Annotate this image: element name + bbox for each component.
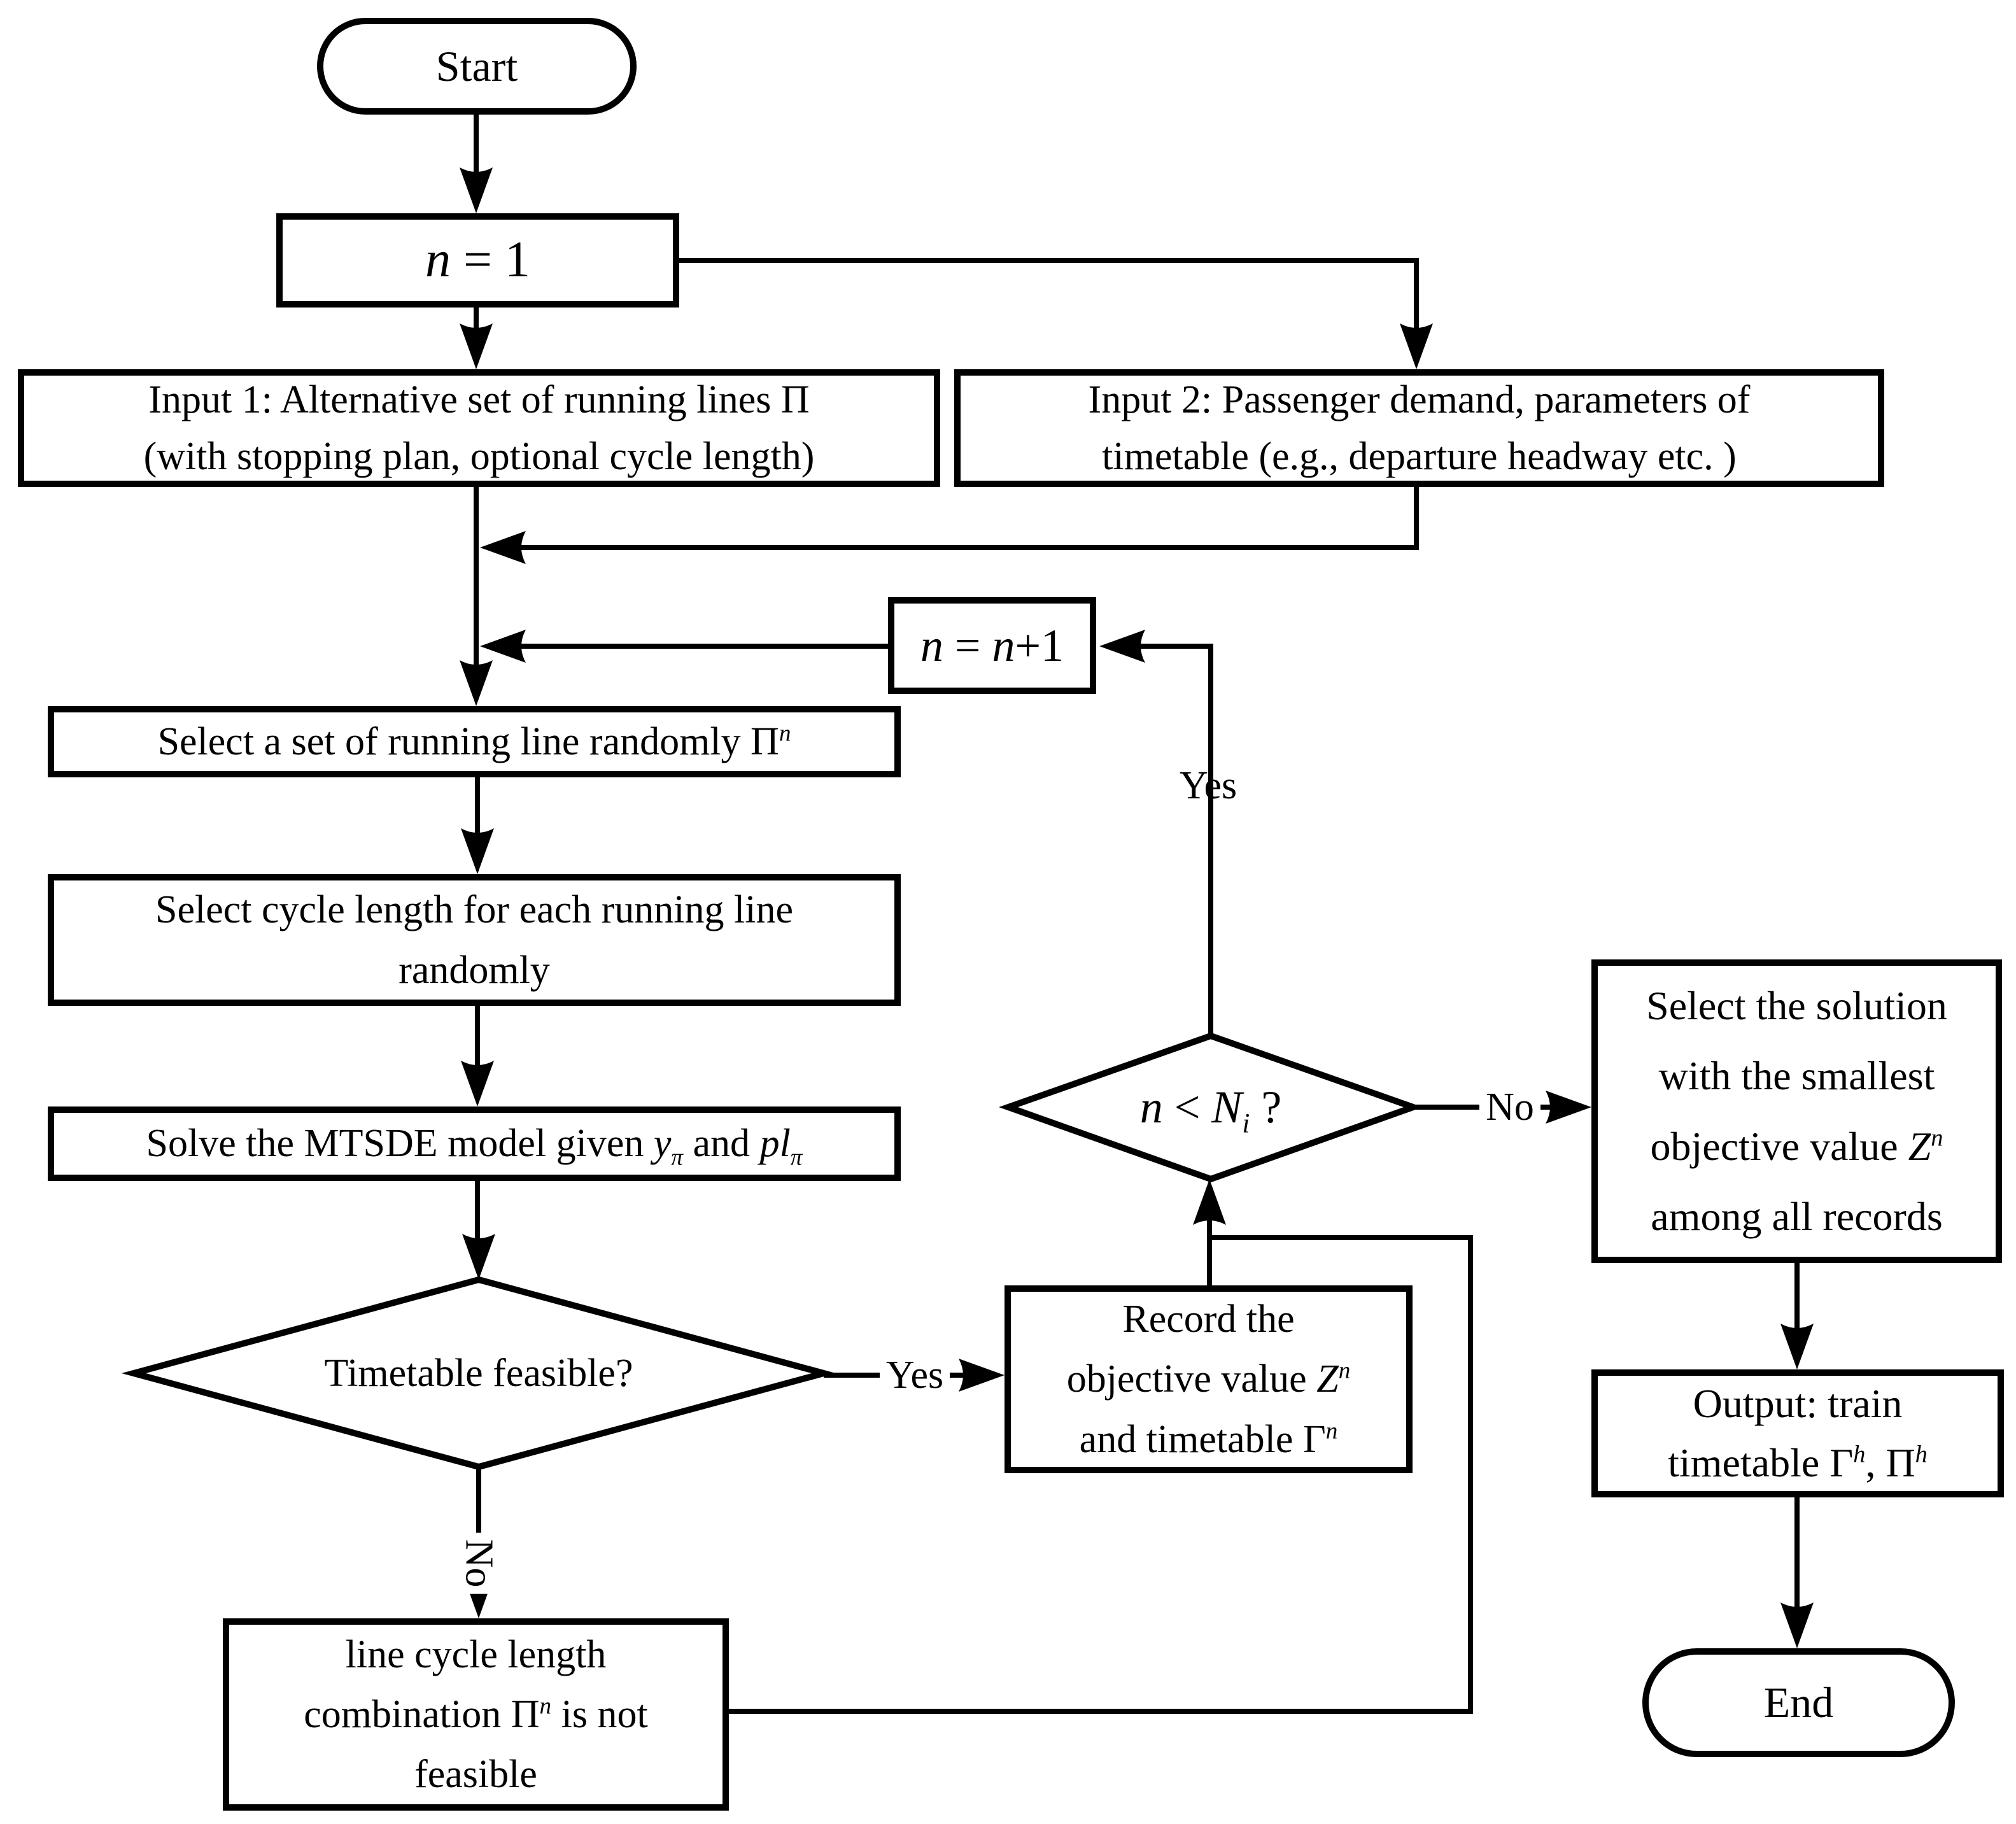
input2-process: Input 2: Passenger demand, parameters of… (954, 369, 1884, 487)
arrowhead-left-icon (1099, 630, 1145, 663)
loop-decision-label: n < Ni ? (1139, 1081, 1282, 1138)
arrowhead-down-icon (460, 167, 493, 213)
arrowhead-down-icon (1780, 1602, 1814, 1648)
arrowhead-down-icon (1780, 1324, 1814, 1369)
input1-process: Input 1: Alternative set of running line… (18, 369, 940, 487)
arrowhead-down-icon (461, 828, 494, 874)
select-solution-process: Select the solution with the smallest ob… (1591, 959, 2002, 1263)
edge-input2-merge (517, 487, 1419, 550)
not-feasible-line2: combination Πn is not (304, 1692, 648, 1736)
feasible-decision-label: Timetable feasible? (324, 1351, 633, 1395)
select-set-label: Select a set of running line randomly Πn (157, 719, 791, 763)
output-line2: timetable Γh, Πh (1668, 1439, 1928, 1485)
record-line3: and timetable Γn (1079, 1417, 1338, 1461)
select-set-process: Select a set of running line randomly Πn (48, 706, 901, 777)
not-feasible-line1: line cycle length (345, 1632, 607, 1676)
arrowhead-down-icon (462, 1234, 495, 1280)
decision-loop-count (999, 1032, 1423, 1183)
arrowhead-up-icon (1193, 1179, 1226, 1225)
input2-line1: Input 2: Passenger demand, parameters of (1088, 378, 1751, 422)
feasible-yes-label: Yes (851, 1343, 978, 1407)
arrowhead-down-icon (460, 660, 493, 706)
decision-timetable-feasible (121, 1276, 836, 1471)
arrowhead-down-icon (461, 1061, 494, 1106)
record-line2: objective value Zn (1066, 1357, 1351, 1401)
init-label: n = 1 (425, 232, 531, 288)
record-line1: Record the (1122, 1297, 1295, 1341)
solve-label: Solve the MTSDE model given yπ and plπ (146, 1122, 803, 1171)
select-cycle-line1: Select cycle length for each running lin… (155, 888, 793, 932)
input2-line2: timetable (e.g., departure headway etc. … (1102, 434, 1737, 478)
solve-process: Solve the MTSDE model given yπ and plπ (48, 1106, 901, 1181)
not-feasible-line3: feasible (414, 1753, 537, 1797)
arrowhead-down-icon (1400, 323, 1433, 369)
select-solution-line1: Select the solution (1646, 983, 1947, 1029)
end-terminator: End (1642, 1648, 1955, 1757)
start-terminator: Start (317, 18, 637, 115)
select-solution-line3: objective value Zn (1650, 1123, 1943, 1169)
edge-init-to-input2 (679, 258, 1419, 331)
arrowhead-right-icon (1546, 1091, 1591, 1124)
input1-line1: Input 1: Alternative set of running line… (148, 378, 810, 422)
start-label: Start (435, 41, 518, 90)
select-cycle-process: Select cycle length for each running lin… (48, 874, 901, 1006)
edge-feedback (729, 1235, 1473, 1714)
arrowhead-right-icon (959, 1359, 1004, 1392)
output-line1: Output: train (1693, 1380, 1903, 1426)
arrowhead-left-icon (480, 531, 526, 564)
loop-yes-label: Yes (1179, 763, 1237, 807)
increment-label: n = n+1 (920, 619, 1064, 671)
arrowhead-down-icon (460, 323, 493, 369)
not-feasible-process: line cycle length combination Πn is not … (223, 1618, 729, 1811)
input1-line2: (with stopping plan, optional cycle leng… (143, 434, 815, 478)
select-solution-line2: with the smallest (1658, 1053, 1935, 1099)
arrowhead-left-icon (480, 630, 526, 663)
select-solution-line4: among all records (1651, 1193, 1943, 1239)
select-cycle-line2: randomly (398, 948, 550, 992)
end-label: End (1763, 1678, 1834, 1727)
output-process: Output: train timetable Γh, Πh (1591, 1369, 2004, 1497)
record-process: Record the objective value Zn and timeta… (1004, 1285, 1413, 1473)
init-process: n = 1 (276, 213, 679, 308)
increment-process: n = n+1 (888, 597, 1096, 694)
edge-loop-yes (1139, 644, 1213, 1036)
feasible-no-label: No (428, 1512, 530, 1614)
loop-no-label: No (1459, 1075, 1561, 1139)
